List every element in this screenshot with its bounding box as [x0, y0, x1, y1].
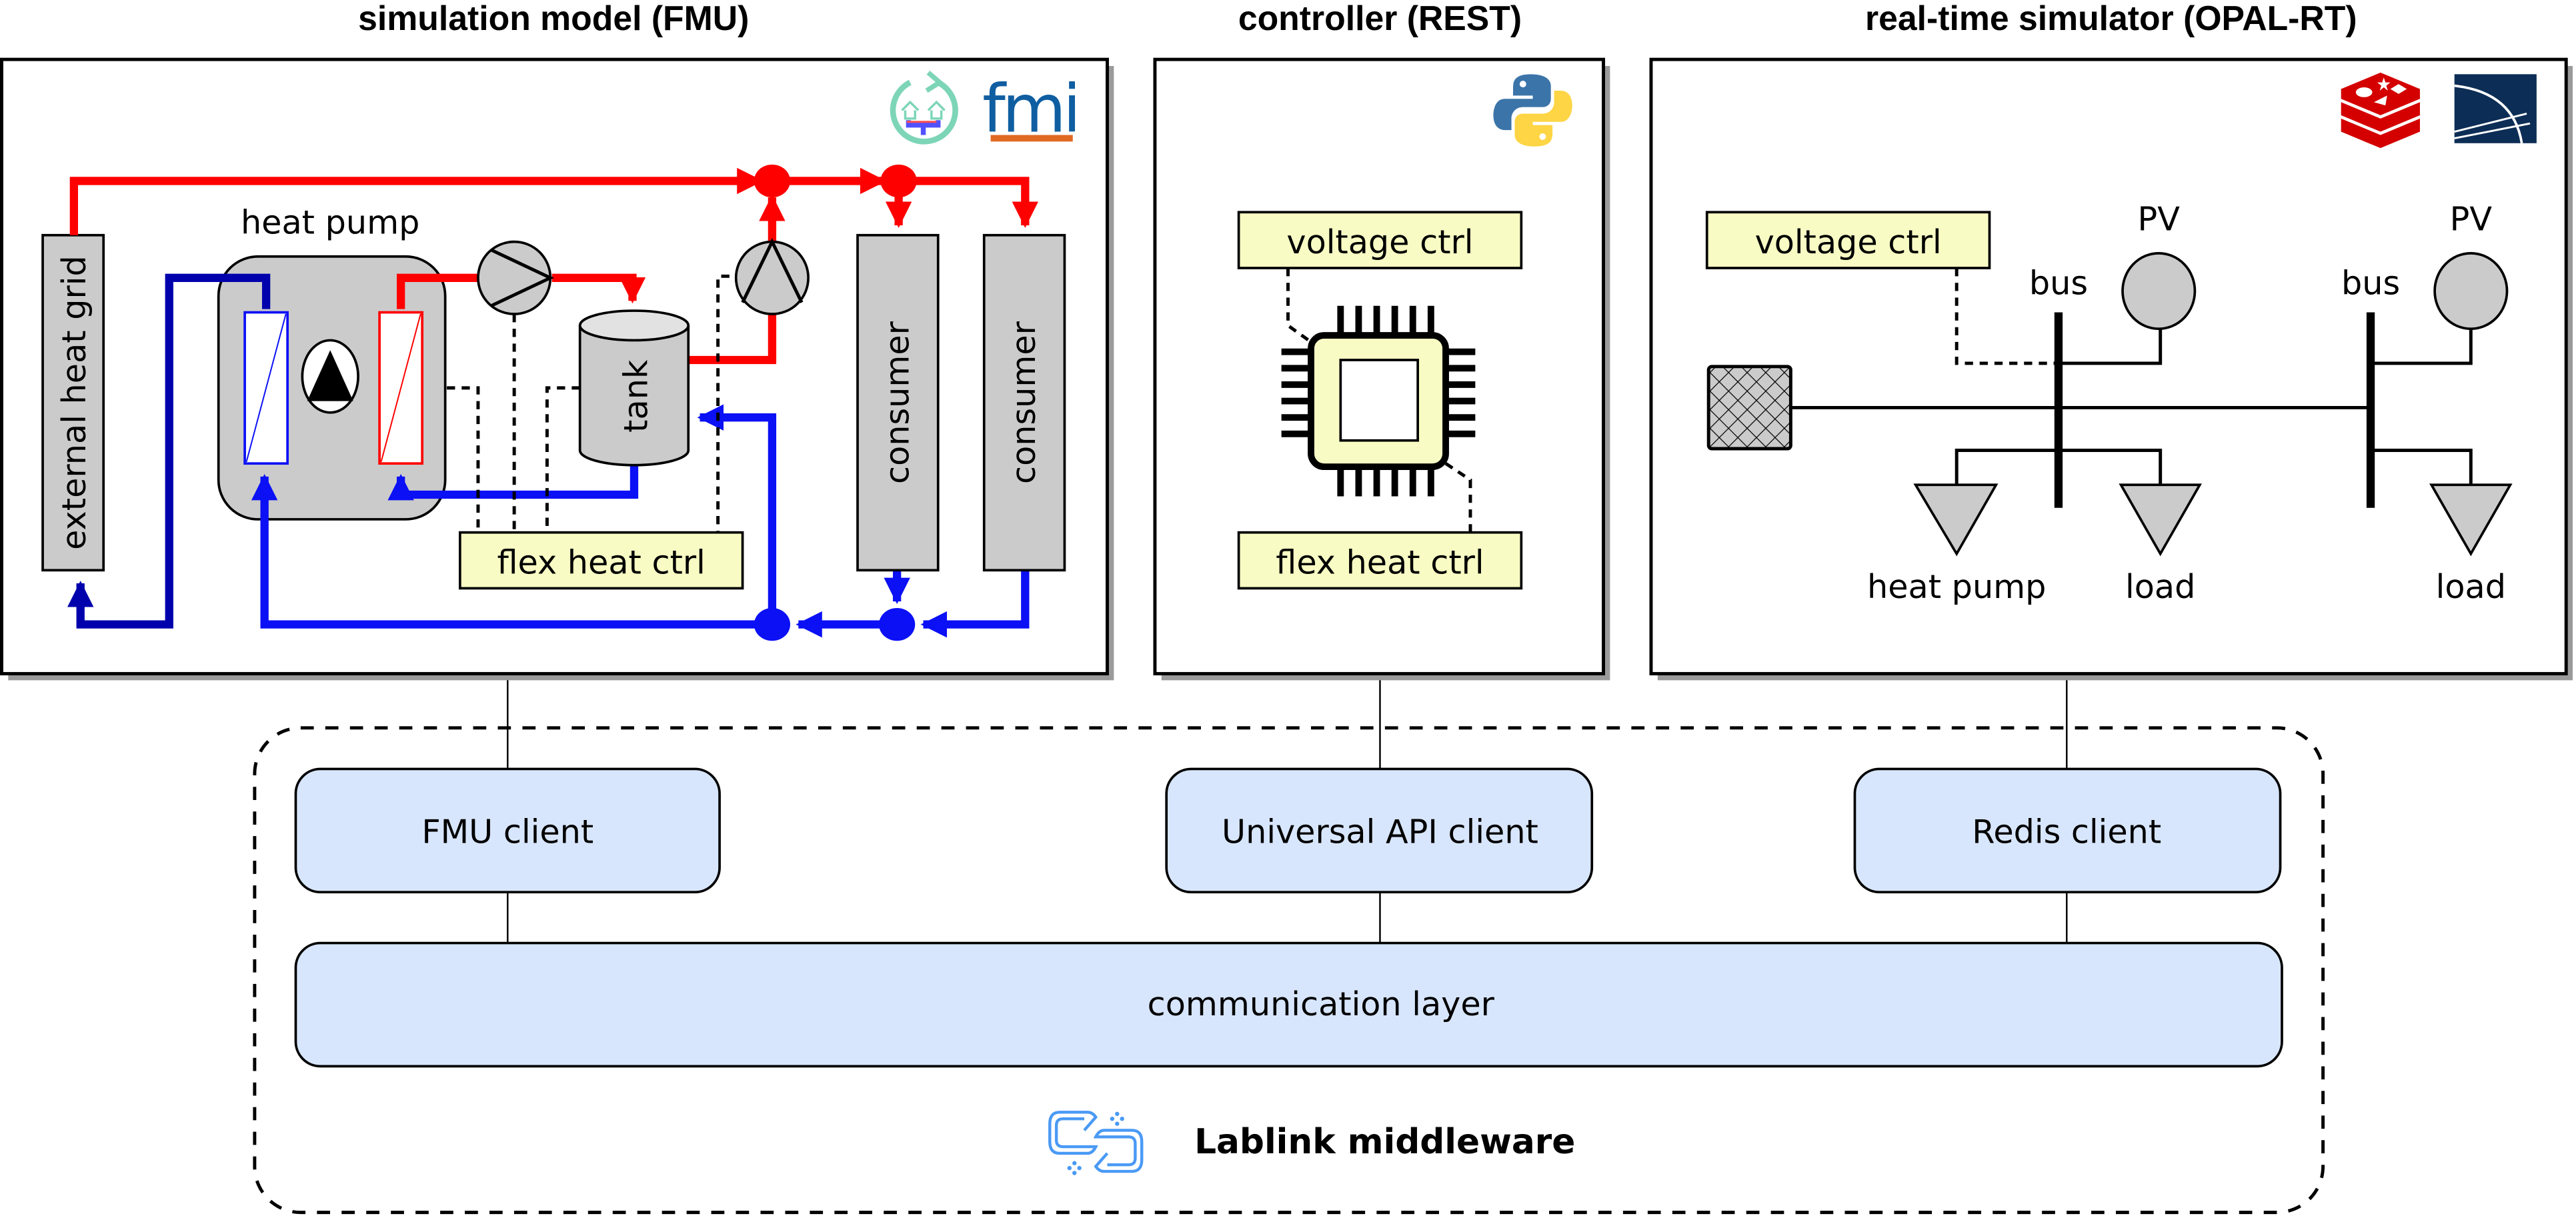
load-1-label: load: [2125, 567, 2195, 606]
chip-to-flex-ctrl-line: [1444, 462, 1472, 533]
external-heat-grid-label: external heat grid: [55, 255, 93, 550]
cold-pipe-consumer2-out: [920, 570, 1030, 638]
communication-layer-label: communication layer: [1148, 985, 1495, 1023]
condenser: [378, 311, 424, 465]
evaporator: [243, 311, 289, 465]
hot-pipe-tank-in: [551, 273, 646, 304]
consumer-1: [856, 233, 940, 572]
simulation-panel: fmi external heat grid heat pump: [0, 57, 1114, 681]
voltage-ctrl-box-grid: [1705, 211, 1991, 269]
hot-junction-2: [880, 164, 917, 198]
pump-icon-tank: [734, 237, 810, 315]
pv-1-label: PV: [2138, 199, 2181, 238]
voltage-ctrl-label: voltage ctrl: [1286, 223, 1473, 261]
tank-label: tank: [617, 359, 656, 433]
voltage-ctrl-label-grid: voltage ctrl: [1755, 223, 1942, 261]
load-line-bus-2: [2371, 449, 2473, 485]
middleware-boundary: [253, 726, 2325, 1215]
controller-panel: voltage ctrl flex heat ctrl: [1153, 57, 1610, 681]
voltage-ctrl-signal-line: [1955, 268, 2059, 365]
bus-2-label: bus: [2341, 263, 2400, 302]
fmi-logo: fmi: [982, 72, 1081, 148]
cold-junction-2: [879, 608, 916, 641]
middleware-name: Lablink middleware: [1194, 1122, 1575, 1162]
python-logo: [1493, 74, 1572, 147]
hot-pipe-tank-out: [686, 302, 777, 365]
external-grid-icon: [1706, 365, 1792, 451]
pv-2-icon: [2433, 252, 2509, 331]
cold-pipe-condenser-in: [387, 463, 639, 501]
hot-pipe-grid-supply: [69, 167, 764, 235]
cold-pipe-tank-in: [697, 404, 777, 611]
communication-layer-box: [294, 941, 2283, 1068]
load-2-label: load: [2436, 567, 2506, 606]
compressor-icon: [301, 339, 359, 414]
voltage-ctrl-box: [1237, 211, 1523, 269]
cpu-chip-icon: [1281, 305, 1476, 497]
load-lines-bus-1: [1955, 449, 2163, 485]
redis-client-box: [1853, 767, 2282, 894]
cold-junction-1: [754, 608, 791, 641]
flex-heat-ctrl-box-controller: [1237, 531, 1523, 590]
control-signal-lines: [447, 274, 730, 533]
title-real-time-simulator: real-time simulator (OPAL-RT): [1865, 0, 2357, 37]
realtime-panel: voltage ctrl bus PV heat pump load bus P…: [1649, 57, 2573, 681]
pv-1-line: [2058, 329, 2163, 365]
fmu-client-label: FMU client: [421, 812, 593, 851]
load-2-icon: [2429, 483, 2513, 557]
chip-to-voltage-ctrl-line: [1286, 268, 1312, 343]
pump-icon-supply: [477, 240, 555, 315]
redis-client-label: Redis client: [1972, 812, 2161, 851]
chain-link-icon: [1048, 1111, 1144, 1175]
heat-pump-load-icon: [1913, 483, 1999, 557]
heat-pump-label: heat pump: [241, 203, 419, 241]
heat-pump-load-label: heat pump: [1867, 567, 2046, 606]
flex-heat-ctrl-label-controller: flex heat ctrl: [1276, 543, 1484, 581]
external-heat-grid: [41, 233, 105, 572]
title-simulation-model: simulation model (FMU): [358, 0, 749, 37]
bus-1-label: bus: [2029, 263, 2088, 302]
pv-2-line: [2371, 329, 2473, 365]
fmu-client-box: [294, 767, 721, 894]
lablink-middleware: FMU client Universal API client Redis cl…: [253, 726, 2325, 1215]
title-controller: controller (REST): [1238, 0, 1522, 37]
load-1-icon: [2119, 483, 2203, 557]
flex-heat-ctrl-box: [458, 531, 744, 590]
hot-pipe-condenser-out: [396, 273, 478, 309]
opal-rt-logo: [2454, 74, 2537, 144]
consumer-1-label: consumer: [878, 321, 916, 484]
consumer-2-label: consumer: [1004, 321, 1043, 484]
universal-api-client-box: [1165, 767, 1594, 894]
hot-junction-1: [754, 164, 791, 198]
universal-api-client-label: Universal API client: [1222, 812, 1538, 851]
tank: [578, 309, 690, 467]
modelica-district-heating-icon: [890, 71, 958, 145]
pv-2-label: PV: [2450, 199, 2493, 238]
hot-pipe-consumer2: [908, 177, 1039, 228]
cold-pipe-evaporator-in: [251, 473, 761, 629]
flex-heat-ctrl-label: flex heat ctrl: [497, 543, 706, 581]
redis-logo: [2341, 72, 2420, 149]
connectors: [507, 673, 2068, 943]
consumer-2: [982, 233, 1066, 572]
pv-1-icon: [2121, 252, 2197, 331]
cold-pipe-grid-return: [67, 273, 271, 629]
